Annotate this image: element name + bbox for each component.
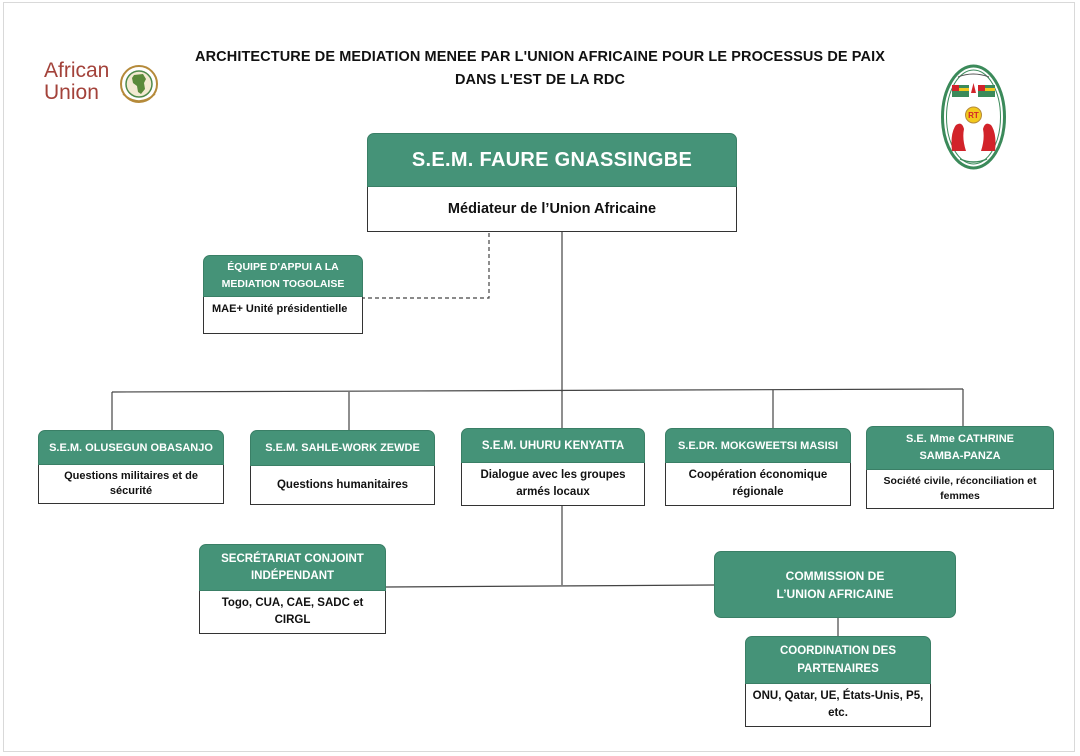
african-union-logo: African Union [44,60,174,110]
african-union-wordmark: African Union [44,59,110,104]
partners-detail: ONU, Qatar, UE, États-Unis, P5, etc. [745,684,931,727]
facilitator-box-samba-panza: S.E. Mme CATHRINE SAMBA-PANZA Société ci… [866,426,1054,509]
facilitator-box-zewde: S.E.M. SAHLE-WORK ZEWDE Questions humani… [250,430,435,505]
facilitator-role: Dialogue avec les groupes armés locaux [461,463,645,506]
partners-name: COORDINATION DES PARTENAIRES [745,636,931,684]
facilitator-role: Questions militaires et de sécurité [38,465,224,504]
facilitator-role: Coopération économique régionale [665,463,851,506]
title-line-1: ARCHITECTURE DE MEDIATION MENEE PAR L'UN… [195,49,885,65]
mediator-box: S.E.M. FAURE GNASSINGBE Médiateur de l’U… [367,133,737,232]
facilitator-name: S.E.M. OLUSEGUN OBASANJO [38,430,224,465]
commission-name: COMMISSION DE L’UNION AFRICAINE [714,551,956,618]
facilitators-crossbar [111,388,964,393]
support-team-name: ÉQUIPE D'APPUI A LA MEDIATION TOGOLAISE [203,255,363,297]
svg-text:RT: RT [968,111,979,120]
page-title: ARCHITECTURE DE MEDIATION MENEE PAR L'UN… [160,46,920,92]
mediator-role: Médiateur de l’Union Africaine [367,187,737,232]
secretariat-commission-link [385,584,715,588]
support-team-box: ÉQUIPE D'APPUI A LA MEDIATION TOGOLAISE … [203,255,363,334]
page-frame [3,2,1075,752]
facilitator-role: Questions humanitaires [250,466,435,505]
mediator-name: S.E.M. FAURE GNASSINGBE [367,133,737,187]
secretariat-box: SECRÉTARIAT CONJOINT INDÉPENDANT Togo, C… [199,544,386,634]
facilitator-box-masisi: S.E.DR. MOKGWEETSI MASISI Coopération éc… [665,428,851,506]
title-line-2: DANS L'EST DE LA RDC [454,72,626,88]
facilitator-name: S.E.DR. MOKGWEETSI MASISI [665,428,851,463]
support-team-detail: MAE+ Unité présidentielle [203,297,363,334]
partners-box: COORDINATION DES PARTENAIRES ONU, Qatar,… [745,636,931,727]
facilitator-name: S.E.M. UHURU KENYATTA [461,428,645,463]
african-union-emblem-icon [120,65,158,103]
commission-box: COMMISSION DE L’UNION AFRICAINE [714,551,956,618]
facilitator-name: S.E. Mme CATHRINE SAMBA-PANZA [866,426,1054,470]
facilitator-role: Société civile, réconciliation et femmes [866,470,1054,509]
facilitator-box-kenyatta: S.E.M. UHURU KENYATTA Dialogue avec les … [461,428,645,506]
togo-coat-of-arms-icon: RT [941,64,1006,170]
support-team-dashed-link [363,233,490,299]
secretariat-name: SECRÉTARIAT CONJOINT INDÉPENDANT [199,544,386,591]
secretariat-detail: Togo, CUA, CAE, SADC et CIRGL [199,591,386,634]
facilitator-box-obasanjo: S.E.M. OLUSEGUN OBASANJO Questions milit… [38,430,224,504]
facilitator-name: S.E.M. SAHLE-WORK ZEWDE [250,430,435,466]
